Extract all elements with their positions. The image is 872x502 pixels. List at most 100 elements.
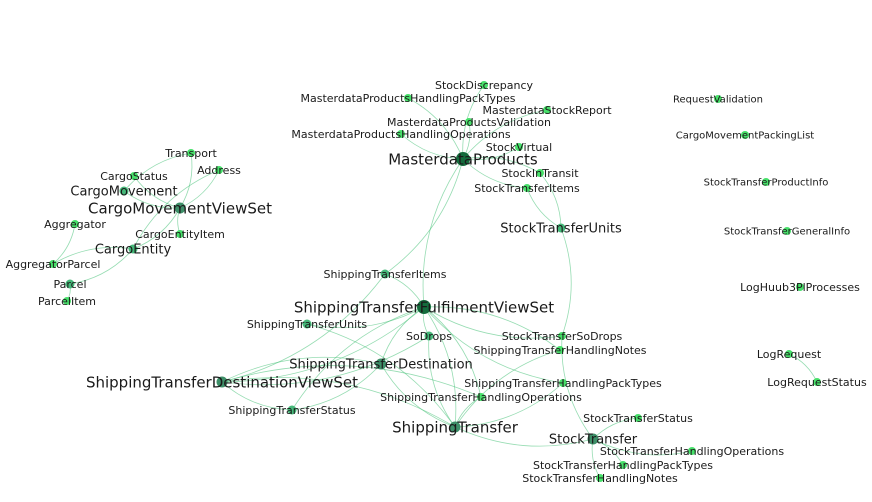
graph-node[interactable]: LogHuub3PlProcesses	[740, 281, 860, 294]
node-dot[interactable]	[424, 331, 434, 341]
node-label: Parcel	[53, 278, 86, 291]
node-dot[interactable]	[449, 421, 461, 433]
graph-node[interactable]: StockTransferHandlingPackTypes	[533, 459, 713, 472]
node-label: CargoStatus	[100, 170, 168, 183]
graph-edge	[69, 248, 134, 285]
node-dot[interactable]	[174, 202, 186, 214]
node-dot[interactable]	[813, 378, 821, 386]
node-dot[interactable]	[741, 131, 749, 139]
node-dot[interactable]	[215, 166, 223, 174]
node-dot[interactable]	[404, 94, 412, 102]
graph-node[interactable]: ShippingTransferFulfilmentViewSet	[294, 298, 554, 316]
graph-node[interactable]: StockTransferProductInfo	[704, 178, 829, 189]
graph-node[interactable]: StockTransferItems	[474, 182, 580, 195]
graph-node[interactable]: Address	[197, 164, 241, 177]
node-dot[interactable]	[523, 184, 531, 192]
node-dot[interactable]	[619, 461, 627, 469]
node-label: StockTransferHandlingPackTypes	[533, 459, 713, 472]
node-dot[interactable]	[465, 118, 473, 126]
graph-node[interactable]: MasterdataProductsHandlingOperations	[291, 128, 510, 141]
graph-node[interactable]: LogRequestStatus	[767, 376, 867, 389]
graph-node[interactable]: CargoEntityItem	[135, 228, 225, 241]
node-dot[interactable]	[785, 350, 793, 358]
node-dot[interactable]	[536, 169, 544, 177]
graph-node[interactable]: ShippingTransferUnits	[247, 318, 368, 331]
node-dot[interactable]	[397, 130, 405, 138]
graph-node[interactable]: StockTransferStatus	[583, 412, 693, 425]
graph-node[interactable]: StockTransferSoDrops	[502, 330, 623, 343]
graph-node[interactable]: AggregatorParcel	[6, 258, 101, 271]
node-dot[interactable]	[480, 81, 488, 89]
node-label: Address	[197, 164, 241, 177]
node-dot[interactable]	[456, 152, 470, 166]
node-dot[interactable]	[559, 379, 567, 387]
node-label: ShippingTransferHandlingOperations	[380, 391, 582, 404]
node-dot[interactable]	[216, 376, 228, 388]
graph-node[interactable]: StockTransferHandlingOperations	[600, 445, 784, 458]
node-dot[interactable]	[130, 172, 138, 180]
node-dot[interactable]	[477, 393, 485, 401]
node-dot[interactable]	[128, 244, 138, 254]
node-dot[interactable]	[783, 227, 791, 235]
graph-node[interactable]: StockTransfer	[549, 433, 638, 448]
graph-node[interactable]: CargoMovementViewSet	[88, 199, 272, 217]
graph-node[interactable]: Transport	[164, 147, 217, 160]
graph-node[interactable]: StockTransferGeneralInfo	[724, 227, 850, 238]
graph-node[interactable]: Aggregator	[44, 218, 106, 231]
graph-node[interactable]: ShippingTransferHandlingNotes	[473, 344, 646, 357]
graph-node[interactable]: RequestValidation	[673, 95, 763, 106]
graph-node[interactable]: ParcelItem	[38, 295, 96, 308]
graph-node[interactable]: ShippingTransferItems	[324, 268, 447, 281]
graph-node[interactable]: CargoMovementPackingList	[676, 131, 815, 142]
graph-node[interactable]: MasterdataProductsValidation	[387, 116, 551, 129]
graph-node[interactable]: StockVirtual	[486, 141, 552, 154]
node-dot[interactable]	[762, 178, 770, 186]
node-dot[interactable]	[49, 260, 57, 268]
graph-node[interactable]: ShippingTransferDestination	[289, 358, 473, 373]
node-dot[interactable]	[176, 230, 184, 238]
graph-node[interactable]: MasterdataProducts	[388, 150, 538, 168]
node-label: MasterdataProductsHandlingPackTypes	[301, 92, 516, 105]
node-dot[interactable]	[287, 405, 297, 415]
graph-edge	[221, 365, 482, 398]
node-dot[interactable]	[375, 358, 387, 370]
graph-node[interactable]: StockTransferUnits	[500, 222, 622, 237]
node-dot[interactable]	[558, 332, 566, 340]
graph-node[interactable]: MasterdataProductsHandlingPackTypes	[301, 92, 516, 105]
node-dot[interactable]	[556, 223, 566, 233]
node-dot[interactable]	[71, 220, 79, 228]
graph-node[interactable]: SoDrops	[406, 330, 452, 343]
graph-node[interactable]: ShippingTransferDestinationViewSet	[86, 373, 358, 391]
node-dot[interactable]	[587, 433, 599, 445]
node-dot[interactable]	[187, 149, 195, 157]
node-dot[interactable]	[302, 319, 312, 329]
node-dot[interactable]	[634, 414, 642, 422]
node-dot[interactable]	[417, 300, 431, 314]
node-dot[interactable]	[596, 474, 604, 482]
node-dot[interactable]	[796, 283, 804, 291]
graph-node[interactable]: StockDiscrepancy	[435, 79, 534, 92]
graph-node[interactable]: LogRequest	[757, 348, 822, 361]
graph-node[interactable]: Parcel	[53, 278, 86, 291]
graph-node[interactable]: ShippingTransferHandlingOperations	[380, 391, 582, 404]
graph-node[interactable]: ShippingTransferHandlingPackTypes	[464, 377, 662, 390]
graph-node[interactable]: CargoMovement	[70, 185, 177, 200]
graph-node[interactable]: CargoStatus	[100, 170, 168, 183]
node-dot[interactable]	[688, 447, 696, 455]
node-dot[interactable]	[65, 279, 75, 289]
node-dot[interactable]	[63, 297, 71, 305]
node-dot[interactable]	[556, 346, 564, 354]
graph-node[interactable]: ShippingTransferStatus	[228, 404, 356, 417]
graph-node[interactable]: StockInTransit	[501, 167, 579, 180]
graph-edge	[291, 363, 382, 411]
graph-node[interactable]: StockTransferHandlingNotes	[522, 472, 678, 485]
graph-node[interactable]: ShippingTransfer	[392, 418, 519, 436]
graph-edge	[454, 349, 561, 428]
node-dot[interactable]	[119, 186, 129, 196]
node-dot[interactable]	[543, 106, 551, 114]
node-dot[interactable]	[380, 269, 390, 279]
graph-node[interactable]: MasterdataStockReport	[482, 104, 612, 117]
node-dot[interactable]	[515, 143, 523, 151]
node-dot[interactable]	[714, 95, 722, 103]
graph-node[interactable]: CargoEntity	[95, 243, 172, 258]
